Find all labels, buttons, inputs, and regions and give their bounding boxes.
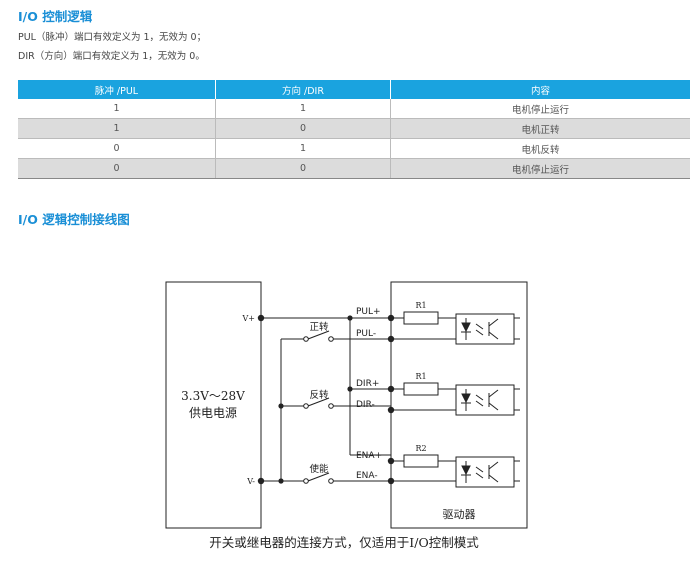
resistor-label-pul: R1 bbox=[415, 301, 426, 310]
switch-forward-label: 正转 bbox=[309, 321, 329, 333]
switch-enable-label: 使能 bbox=[309, 463, 329, 475]
driver-label: 驱动器 bbox=[443, 508, 476, 521]
io-logic-table: 脉冲 /PUL 方向 /DIR 内容 1 1 电机停止运行 1 0 电机正转 0… bbox=[18, 80, 690, 179]
wiring-diagram: 3.3V～28V 供电电源 V+ V- 驱动器 正转 反转 使能 R1 R1 R… bbox=[165, 281, 528, 550]
pin-ena-plus: ENA+ bbox=[356, 451, 382, 461]
power-supply-box bbox=[165, 281, 262, 529]
resistor-label-dir: R1 bbox=[415, 372, 426, 381]
cell-dir: 0 bbox=[215, 158, 391, 179]
cell-content: 电机停止运行 bbox=[390, 99, 690, 119]
cell-content: 电机正转 bbox=[390, 118, 690, 139]
pin-dir-plus: DIR+ bbox=[356, 379, 379, 389]
cell-dir: 0 bbox=[215, 118, 391, 139]
section-title-wiring: I/O 逻辑控制接线图 bbox=[18, 212, 130, 227]
diagram-caption: 开关或继电器的连接方式，仅适用于I/O控制模式 bbox=[209, 535, 479, 550]
switch-reverse-label: 反转 bbox=[309, 389, 329, 401]
table-row: 0 0 电机停止运行 bbox=[18, 158, 690, 179]
section-title-io-logic: I/O 控制逻辑 bbox=[18, 9, 93, 24]
header-dir: 方向 /DIR bbox=[215, 80, 391, 99]
pul-definition: PUL（脉冲）端口有效定义为 1，无效为 0； bbox=[18, 32, 207, 43]
cell-pul: 1 bbox=[18, 118, 216, 139]
resistor-r1-pul bbox=[403, 311, 439, 325]
driver-box bbox=[390, 281, 528, 529]
resistor-r1-dir bbox=[403, 382, 439, 396]
pin-pul-minus: PUL- bbox=[356, 329, 376, 339]
supply-voltage-label: 3.3V～28V bbox=[181, 389, 245, 403]
vplus-label: V+ bbox=[242, 314, 255, 323]
table-header-row: 脉冲 /PUL 方向 /DIR 内容 bbox=[18, 80, 690, 99]
switch-reverse-blade bbox=[307, 397, 330, 407]
cell-pul: 0 bbox=[18, 138, 216, 159]
vminus-label: V- bbox=[246, 477, 255, 486]
pin-ena-minus: ENA- bbox=[356, 471, 378, 481]
resistor-r2-ena bbox=[403, 454, 439, 468]
table-row: 1 1 电机停止运行 bbox=[18, 99, 690, 119]
cell-pul: 1 bbox=[18, 99, 216, 119]
cell-dir: 1 bbox=[215, 138, 391, 159]
cell-content: 电机反转 bbox=[390, 138, 690, 159]
switch-enable-blade bbox=[307, 472, 330, 482]
table-row: 0 1 电机反转 bbox=[18, 138, 690, 159]
header-content: 内容 bbox=[390, 80, 690, 99]
cell-pul: 0 bbox=[18, 158, 216, 179]
resistor-label-ena: R2 bbox=[415, 444, 426, 453]
cell-content: 电机停止运行 bbox=[390, 158, 690, 179]
table-row: 1 0 电机正转 bbox=[18, 118, 690, 139]
dir-definition: DIR（方向）端口有效定义为 1，无效为 0。 bbox=[18, 51, 205, 62]
supply-name-label: 供电电源 bbox=[189, 406, 237, 420]
cell-dir: 1 bbox=[215, 99, 391, 119]
header-pul: 脉冲 /PUL bbox=[18, 80, 216, 99]
switch-forward-blade bbox=[307, 330, 330, 340]
pin-pul-plus: PUL+ bbox=[356, 307, 381, 317]
pin-dir-minus: DIR- bbox=[356, 400, 375, 410]
